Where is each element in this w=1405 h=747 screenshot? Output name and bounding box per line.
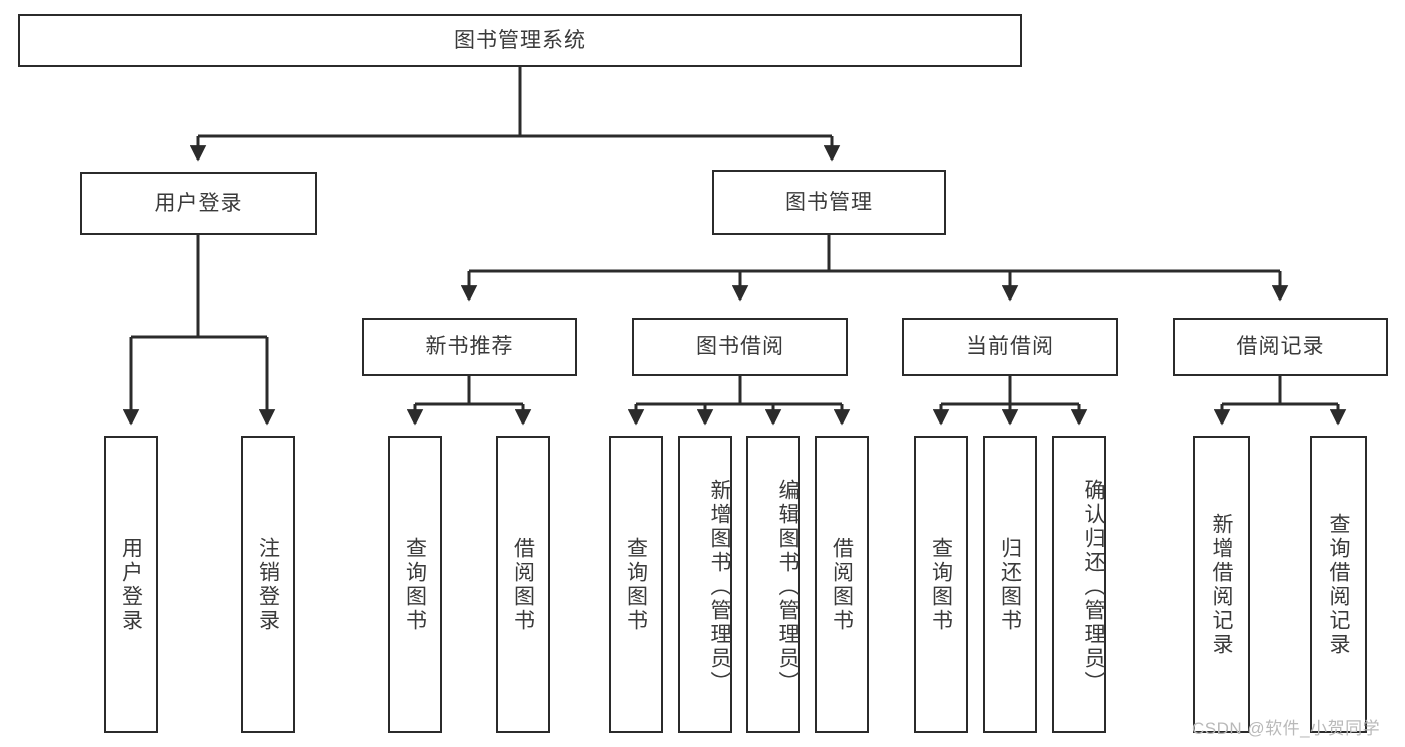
node-label: 借阅记录 [1236,335,1325,359]
leaf-query-book-recommend[interactable]: 查询图书 [388,436,442,733]
leaf-confirm-return-admin[interactable]: 确认归还（管理员） [1052,436,1106,733]
node-borrow-record[interactable]: 借阅记录 [1173,318,1388,376]
leaf-add-borrow-record[interactable]: 新增借阅记录 [1193,436,1250,733]
node-new-book-recommend[interactable]: 新书推荐 [362,318,577,376]
node-label: 图书借阅 [696,335,784,359]
node-root-book-management-system[interactable]: 图书管理系统 [18,14,1022,67]
leaf-query-book-borrow[interactable]: 查询图书 [609,436,663,733]
leaf-borrow-book[interactable]: 借阅图书 [815,436,869,733]
node-label: 新书推荐 [425,335,514,359]
csdn-watermark: CSDN @软件_小贺同学 [1192,719,1381,738]
node-book-borrow[interactable]: 图书借阅 [632,318,848,376]
node-label: 用户登录 [119,536,143,633]
node-label: 图书管理 [785,190,873,214]
node-label: 注销登录 [256,536,280,633]
node-label: 查询图书 [929,536,953,633]
node-label: 归还图书 [998,536,1022,633]
node-label: 确认归还（管理员） [1082,478,1105,695]
node-label: 新增借阅记录 [1210,512,1233,657]
node-label: 借阅图书 [830,536,854,633]
leaf-borrow-book-recommend[interactable]: 借阅图书 [496,436,550,733]
node-label: 查询图书 [624,536,648,633]
node-label: 图书管理系统 [454,28,586,52]
node-label: 用户登录 [154,191,243,215]
leaf-add-book-admin[interactable]: 新增图书（管理员） [678,436,732,733]
node-label: 新增图书（管理员） [708,478,731,695]
leaf-edit-book-admin[interactable]: 编辑图书（管理员） [746,436,800,733]
node-book-management[interactable]: 图书管理 [712,170,946,235]
leaf-query-borrow-record[interactable]: 查询借阅记录 [1310,436,1367,733]
leaf-return-book[interactable]: 归还图书 [983,436,1037,733]
node-current-borrow[interactable]: 当前借阅 [902,318,1118,376]
node-label: 查询借阅记录 [1327,512,1350,657]
node-user-login[interactable]: 用户登录 [80,172,317,235]
node-label: 查询图书 [403,536,427,633]
node-label: 借阅图书 [511,536,535,633]
leaf-user-logout[interactable]: 注销登录 [241,436,295,733]
leaf-query-book-current[interactable]: 查询图书 [914,436,968,733]
leaf-user-login[interactable]: 用户登录 [104,436,158,733]
node-label: 编辑图书（管理员） [776,478,799,695]
node-label: 当前借阅 [966,335,1054,359]
